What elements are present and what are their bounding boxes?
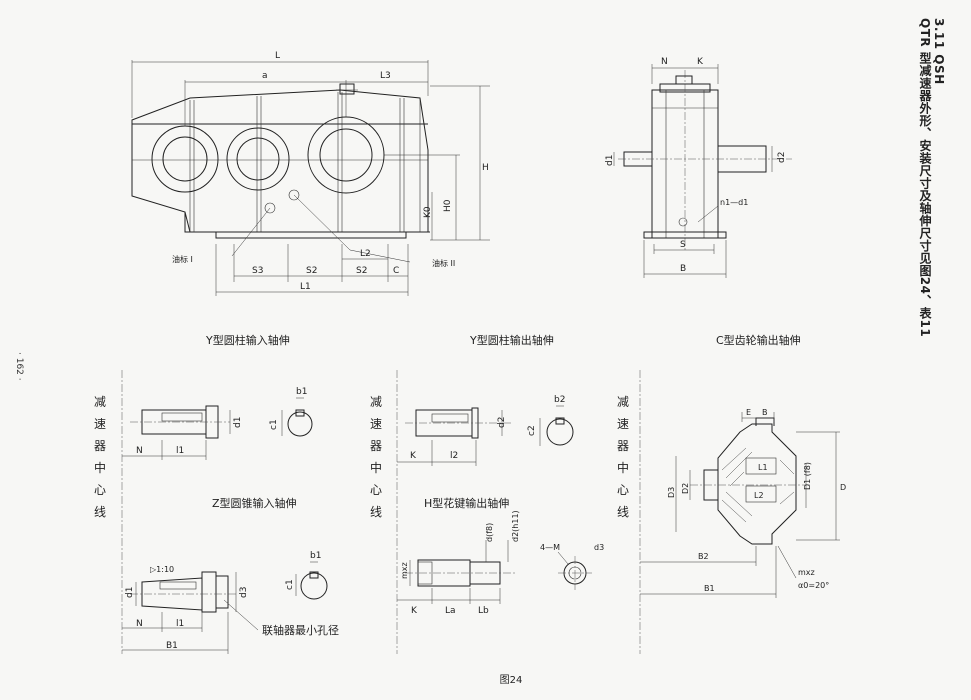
page-number: · 162 · [14, 352, 24, 381]
z-input-taper: ▷1:10 [150, 565, 174, 574]
side-dim-d2: d2 [777, 152, 787, 163]
center-line-label-col2: 减 速 器 中 心 线 [370, 370, 398, 654]
dim-H0: H0 [443, 199, 453, 212]
cl1-char-1: 速 [94, 417, 106, 431]
h-output-d3: d3 [594, 543, 604, 552]
side-dim-n1d1: n1—d1 [720, 198, 748, 207]
cl1-char-0: 减 [94, 395, 106, 409]
c-gear-output [640, 412, 840, 598]
center-line-label-col3: 减 速 器 中 心 线 [617, 370, 641, 654]
title-z-input: Z型圆锥输入轴伸 [212, 496, 297, 510]
side-dim-K: K [697, 57, 704, 67]
dim-C: C [393, 266, 399, 276]
cl2-char-1: 速 [370, 417, 382, 431]
side-dim-d1: d1 [605, 155, 615, 166]
title-y-output: Y型圆柱输出轴伸 [469, 333, 554, 347]
side-title-line1: 3.11 QSH [932, 18, 946, 85]
z-input-d1: d1 [125, 587, 135, 598]
side-view [613, 64, 792, 278]
c-output-D: D [840, 483, 846, 492]
cl1-char-5: 线 [94, 505, 106, 519]
z-input-c1: c1 [285, 579, 295, 590]
h-output-d-h11: d2(h11) [511, 510, 520, 542]
dim-L1: L1 [300, 282, 311, 292]
cl3-char-5: 线 [617, 505, 629, 519]
y-input-d1: d1 [233, 417, 243, 428]
c-output-L1: L1 [758, 463, 768, 472]
h-output-d-f8: d(f8) [485, 523, 494, 542]
side-dim-S: S [680, 240, 686, 250]
h-output-mxz: mxz [400, 562, 409, 579]
y-input-shaft [122, 397, 313, 460]
y-input-l1: l1 [176, 446, 184, 456]
side-title-line2: QTR 型减速器外形、安装尺寸及轴伸尺寸见图24、表11 [918, 18, 932, 338]
dim-S3: S3 [252, 266, 263, 276]
cl3-char-1: 速 [617, 417, 629, 431]
y-input-b1: b1 [296, 387, 307, 397]
cl3-char-0: 减 [617, 395, 629, 409]
figure-side-title: 3.11 QSH QTR 型减速器外形、安装尺寸及轴伸尺寸见图24、表11 [918, 18, 946, 337]
cl3-char-3: 中 [617, 460, 629, 475]
y-input-N: N [136, 446, 143, 456]
h-output-K: K [411, 606, 418, 616]
c-output-mxz: mxz [798, 568, 815, 577]
c-output-B2: B2 [698, 552, 709, 561]
c-output-E: E [746, 408, 751, 417]
c-output-D1: D1 (f8) [803, 462, 812, 490]
main-front-view [131, 60, 490, 296]
c-output-D2: D2 [681, 483, 690, 494]
c-output-B1: B1 [704, 584, 715, 593]
title-y-input: Y型圆柱输入轴伸 [205, 333, 290, 347]
y-output-shaft [397, 405, 574, 466]
z-input-B1: B1 [166, 641, 178, 651]
z-input-d3: d3 [239, 587, 249, 598]
c-output-B: B [762, 408, 768, 417]
dim-H: H [482, 163, 489, 173]
h-output-shaft [397, 540, 592, 604]
z-input-l1: l1 [176, 619, 184, 629]
cl1-char-2: 器 [94, 439, 106, 453]
oil-mark-2-label: 油标 II [432, 258, 455, 268]
z-input-b1: b1 [310, 551, 321, 561]
y-output-l2: l2 [450, 451, 458, 461]
side-dim-N: N [661, 57, 668, 67]
h-output-4M: 4—M [540, 543, 560, 552]
cl2-char-5: 线 [370, 505, 382, 519]
h-output-La: La [445, 606, 456, 616]
dim-S2b: S2 [356, 266, 367, 276]
title-h-output: H型花键输出轴伸 [424, 496, 509, 510]
title-c-output: C型齿轮输出轴伸 [716, 333, 801, 347]
figure-caption: 图24 [499, 675, 523, 686]
dim-L3: L3 [380, 71, 391, 81]
y-input-c1: c1 [269, 419, 279, 430]
c-output-D3: D3 [667, 487, 676, 498]
oil-mark-1-label: 油标 I [172, 254, 193, 264]
c-output-L2: L2 [754, 491, 764, 500]
cl3-char-2: 器 [617, 439, 629, 453]
cl2-char-4: 心 [370, 483, 382, 497]
y-output-d2: d2 [497, 417, 507, 428]
h-output-Lb: Lb [478, 606, 489, 616]
cl2-char-3: 中 [370, 460, 382, 475]
dim-L2: L2 [360, 249, 371, 259]
center-line-label-col1: 减 速 器 中 心 线 [94, 370, 123, 654]
cl1-char-3: 中 [94, 460, 106, 475]
z-input-N: N [136, 619, 143, 629]
y-output-K: K [410, 451, 417, 461]
dim-L: L [275, 51, 280, 61]
dim-S2a: S2 [306, 266, 317, 276]
cl2-char-2: 器 [370, 439, 382, 453]
y-output-c2: c2 [527, 425, 537, 436]
dim-K0: K0 [423, 206, 433, 218]
y-output-b2: b2 [554, 395, 565, 405]
z-input-coupling-note: 联轴器最小孔径 [262, 623, 339, 637]
cl3-char-4: 心 [617, 483, 629, 497]
cl1-char-4: 心 [94, 483, 106, 497]
dim-a: a [262, 71, 268, 81]
side-dim-B: B [680, 264, 686, 274]
z-input-shaft [122, 561, 328, 654]
c-output-alpha: α0=20° [798, 581, 829, 590]
cl2-char-0: 减 [370, 395, 382, 409]
